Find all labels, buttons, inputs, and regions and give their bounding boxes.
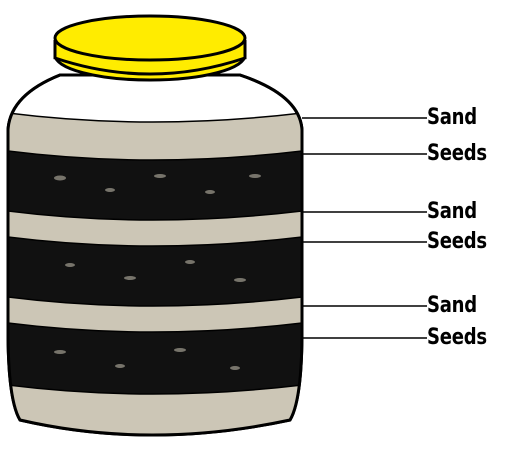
jar-lid xyxy=(53,14,247,82)
seed-texture xyxy=(54,174,261,370)
label-sand-2: Sand xyxy=(427,199,477,224)
seeds-layer-3 xyxy=(8,322,302,394)
leader-lines xyxy=(302,117,427,339)
label-seeds-1: Seeds xyxy=(427,141,487,166)
seeds-layer-2 xyxy=(8,236,302,306)
label-sand-3: Sand xyxy=(427,293,477,318)
seeds-layer-1 xyxy=(8,150,302,220)
label-seeds-3: Seeds xyxy=(427,325,487,350)
label-sand-1: Sand xyxy=(427,105,477,130)
label-seeds-2: Seeds xyxy=(427,229,487,254)
